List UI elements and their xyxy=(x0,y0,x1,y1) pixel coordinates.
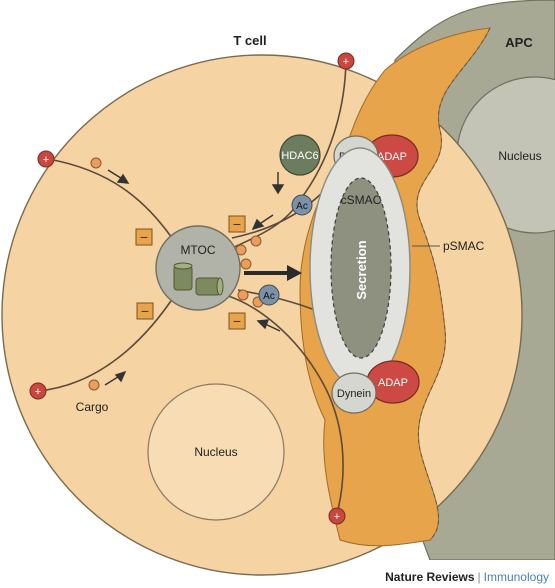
t-cell-nucleus-label: Nucleus xyxy=(194,445,237,459)
svg-text:Dynein: Dynein xyxy=(337,388,371,400)
psmac-dashed-border xyxy=(416,27,491,541)
plus-end-marker: + xyxy=(37,150,55,168)
svg-text:Ac: Ac xyxy=(263,291,275,302)
microtubule-ac-top xyxy=(231,189,326,239)
svg-text:+: + xyxy=(343,56,349,68)
adap-bottom: ADAP xyxy=(366,360,420,404)
apc-label: APC xyxy=(505,35,533,50)
publisher-name: Nature Reviews xyxy=(385,570,475,584)
secretion-zone xyxy=(330,177,392,359)
psmac-label: pSMAC xyxy=(443,239,485,253)
immunological-synapse: cSMAC Secretion xyxy=(309,147,411,389)
acetylation-marker: Ac xyxy=(291,194,313,216)
plus-end-marker: + xyxy=(328,507,346,525)
svg-text:Ac: Ac xyxy=(296,201,308,212)
figure-credit: Nature Reviews|Immunology xyxy=(385,570,549,584)
svg-text:−: − xyxy=(233,216,241,232)
svg-text:+: + xyxy=(35,386,41,398)
cargo-vesicles xyxy=(88,157,264,391)
csmac-label: cSMAC xyxy=(341,193,382,207)
microtubule-lower-left xyxy=(37,294,176,392)
microtubule-upper-left xyxy=(47,158,173,239)
plus-end-marker: + xyxy=(337,52,355,70)
svg-text:ADAP: ADAP xyxy=(377,151,407,163)
centriole-icon xyxy=(173,262,224,296)
t-cell-label: T cell xyxy=(233,33,266,48)
hdac6: HDAC6 xyxy=(279,134,321,176)
svg-text:+: + xyxy=(334,511,340,523)
mtoc: MTOC xyxy=(155,225,241,311)
cargo-vesicle xyxy=(237,289,249,301)
acetylation-marker: Ac xyxy=(258,284,280,306)
microtubule-bottom xyxy=(224,294,344,515)
cargo-label: Cargo xyxy=(76,400,109,414)
cargo-vesicle xyxy=(250,235,262,247)
polarization-arrow xyxy=(244,265,302,281)
cargo-vesicle xyxy=(240,258,252,270)
svg-text:+: + xyxy=(43,154,49,166)
plus-ends: + + + + xyxy=(29,52,355,525)
transport-arrows xyxy=(104,169,285,386)
svg-text:−: − xyxy=(140,229,148,245)
svg-text:ADAP: ADAP xyxy=(378,377,408,389)
mtoc-label: MTOC xyxy=(180,243,215,257)
credit-separator: | xyxy=(477,570,481,584)
minus-end-marker: − xyxy=(228,312,246,330)
minus-end-marker: − xyxy=(136,302,154,320)
svg-text:−: − xyxy=(233,313,241,329)
cargo-vesicle xyxy=(88,379,100,391)
svg-text:HDAC6: HDAC6 xyxy=(281,150,318,162)
minus-ends: − − − − xyxy=(135,215,246,330)
plus-end-marker: + xyxy=(29,382,47,400)
apc-nucleus-label: Nucleus xyxy=(498,149,541,163)
secretion-label: Secretion xyxy=(354,240,369,299)
minus-end-marker: − xyxy=(135,228,153,246)
dynein-bottom: Dynein xyxy=(331,372,377,414)
svg-text:−: − xyxy=(141,303,149,319)
journal-name: Immunology xyxy=(483,570,549,584)
cargo-vesicle xyxy=(90,157,102,169)
minus-end-marker: − xyxy=(228,215,246,233)
t-cell-nucleus xyxy=(147,383,285,521)
